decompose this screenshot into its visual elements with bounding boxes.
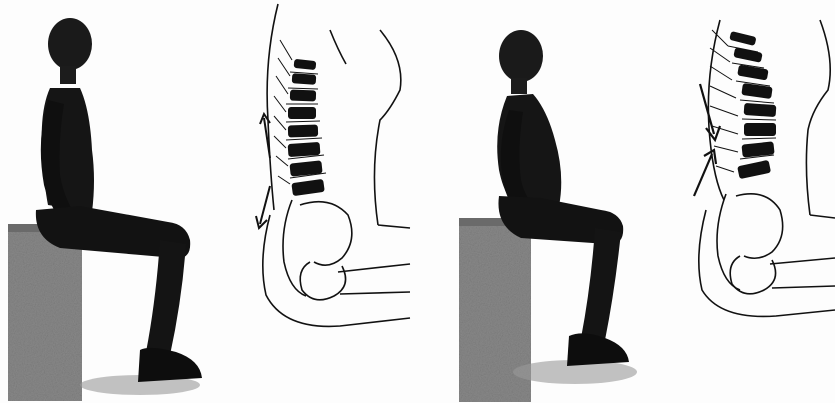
mannequin-neck [511, 78, 527, 94]
pelvis [736, 194, 783, 258]
mannequin-shin [146, 240, 186, 355]
arrow-downward [700, 84, 720, 140]
sacrum [717, 194, 740, 290]
femur-shaft-lower [772, 286, 835, 288]
thigh-top [378, 225, 410, 228]
femur-shaft [338, 264, 410, 272]
front-outline [806, 20, 830, 215]
sacrum [283, 200, 306, 296]
mannequin-foot [138, 348, 202, 382]
stool-block [8, 226, 82, 401]
slumped-mannequin [455, 0, 670, 403]
upright-mannequin [0, 0, 215, 403]
mannequin-neck [60, 66, 76, 84]
slumped-spine-diagram [680, 0, 835, 403]
femur-shaft-lower [340, 292, 410, 294]
upright-figure-panel [0, 0, 215, 403]
upright-spine-diagram [230, 0, 420, 403]
chest-contour [330, 30, 346, 64]
mannequin-head [499, 30, 543, 82]
back-outline [267, 4, 278, 210]
mannequin-head [48, 18, 92, 70]
slumped-spine-panel [680, 0, 835, 403]
thigh-top [810, 215, 835, 218]
vertebrae-column [729, 31, 776, 179]
femur-head [300, 262, 345, 300]
thigh-outline [263, 215, 410, 326]
upright-spine-panel [230, 0, 420, 403]
pelvis [300, 202, 352, 266]
mannequin-shin [581, 228, 621, 340]
front-outline [374, 30, 400, 225]
slumped-figure-panel [455, 0, 670, 403]
mannequin-foot [567, 333, 629, 366]
femur-shaft [770, 258, 835, 264]
